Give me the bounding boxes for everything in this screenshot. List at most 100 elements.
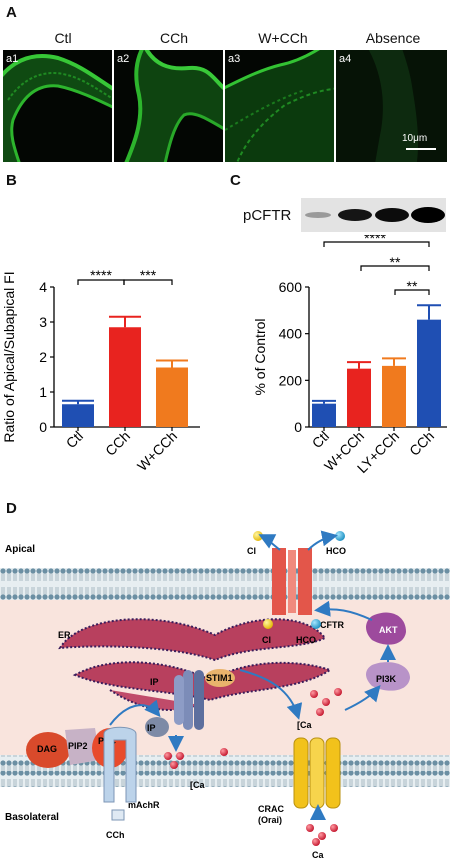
chart-b-y-axis-label: Ratio of Apical/Subapical FI	[1, 271, 17, 442]
cftr-label: CFTR	[320, 620, 344, 630]
panel-a-col-title-2: CCh	[159, 30, 188, 46]
blot-band-1	[305, 212, 331, 218]
apical-label: Apical	[5, 544, 35, 555]
akt-protein	[366, 612, 406, 645]
micrograph-cch: a2	[114, 50, 223, 162]
pip2-label: PIP2	[68, 741, 88, 751]
chart-b-y-tick-label-0: 0	[39, 419, 47, 435]
micrograph-absence: a4 10μm	[336, 50, 447, 162]
panel-d-label: D	[6, 500, 17, 517]
tissue-stain-ctl	[3, 54, 112, 162]
cftr-channel	[272, 548, 312, 615]
er-label: ER	[58, 630, 71, 640]
hco3-ion-top	[335, 531, 345, 541]
chart-b-y-tick-label-2: 2	[39, 349, 47, 365]
subpanel-label-a4: a4	[339, 53, 352, 65]
tissue-stain-cch	[124, 50, 223, 162]
stim1-label: STIM1	[206, 673, 233, 683]
panel-a-col-title-4: Absence	[365, 30, 421, 46]
chart-c-x-tick-label-0: Ctl	[309, 428, 332, 451]
chart-b-sig-label-1: ****	[90, 267, 112, 283]
chart-b-bar-1	[109, 327, 141, 427]
crac-channel	[293, 737, 341, 809]
machr-label: mAchR	[128, 800, 160, 810]
orai-label: (Orai)	[258, 815, 282, 825]
chart-c-bar-0	[312, 403, 336, 427]
scale-bar	[406, 148, 436, 150]
panel-a-label: A	[6, 4, 17, 21]
chart-b-significance	[77, 279, 173, 285]
cl-ion-top	[253, 531, 263, 541]
pi3k-protein	[366, 662, 410, 691]
pi3k-label: PI3K	[376, 674, 397, 684]
basolateral-label: Basolateral	[5, 812, 59, 823]
chart-b-y-tick-label-1: 1	[39, 384, 47, 400]
akt-label: AKT	[379, 625, 398, 635]
stim1-protein	[205, 669, 235, 687]
chart-c-y-tick-label-3: 600	[279, 279, 303, 295]
cl-label-bottom: Cl	[262, 635, 271, 645]
chart-c-y-tick-label-2: 400	[279, 326, 303, 342]
chart-b-x-tick-label-2: W+CCh	[134, 428, 180, 474]
hco3-label-top: HCO	[326, 546, 346, 556]
cch-label: CCh	[106, 830, 125, 840]
ca-ions-extracellular	[306, 824, 338, 846]
ca-ions-er	[164, 748, 228, 769]
panel-a-col-title-1: Ctl	[54, 30, 72, 46]
chart-b-x-tick-label-0: Ctl	[63, 428, 86, 451]
chart-c-significance	[323, 241, 430, 295]
micrograph-ctl: a1	[3, 50, 112, 162]
chart-c-x-tick-label-3: CCh	[406, 428, 437, 459]
machr-receptor	[103, 726, 137, 803]
chart-c-sig-label-3: **	[407, 278, 418, 294]
cl-ion-bottom	[263, 619, 273, 629]
hco3-ion-bottom	[311, 619, 321, 629]
chart-c-y-tick-label-1: 200	[279, 372, 303, 388]
chart-c-bar-3	[417, 319, 441, 427]
pathway-arrows	[109, 530, 396, 820]
ca-cyt-label-left: [Ca	[190, 780, 205, 790]
signaling-diagram: Apical Basolateral ER IP STIM1 DAG PIP2 …	[0, 530, 450, 859]
chart-c-y-axis-label: % of Control	[252, 318, 268, 395]
crac-label: CRAC	[258, 804, 284, 814]
hco3-label-bottom: HCO	[296, 635, 316, 645]
chart-c-bar-2	[382, 365, 406, 427]
chart-b-x-tick-label-1: CCh	[102, 428, 133, 459]
subpanel-label-a2: a2	[117, 53, 130, 65]
ca-ions-cyt	[310, 688, 342, 716]
panel-b-label: B	[6, 172, 17, 189]
cl-label-top: Cl	[247, 546, 256, 556]
scale-bar-label: 10μm	[402, 133, 428, 144]
chart-c-bar-1	[347, 368, 371, 427]
tissue-stain-absence	[368, 50, 419, 162]
subpanel-label-a1: a1	[6, 53, 19, 65]
chart-c-y-tick-label-0: 0	[294, 419, 302, 435]
tissue-stain-w-cch	[225, 50, 334, 162]
dag-label: DAG	[37, 744, 57, 754]
ca-ext-label: Ca	[312, 850, 324, 859]
chart-c-sig-label-1: ****	[364, 235, 386, 246]
micrograph-w-cch: a3	[225, 50, 334, 162]
chart-c-sig-label-2: **	[390, 254, 401, 270]
blot-band-4	[411, 207, 445, 223]
western-blot	[301, 198, 446, 232]
chart-b-sig-label-2: ***	[140, 267, 157, 283]
chart-b-bar-0	[62, 404, 94, 427]
chart-b-y-tick-label-3: 3	[39, 314, 47, 330]
ip3-label: IP	[147, 723, 156, 733]
cch-ligand	[111, 809, 125, 821]
panel-c-label: C	[230, 172, 241, 189]
ip3r-label: IP	[150, 677, 159, 687]
blot-band-3	[375, 208, 409, 222]
ip3-molecule	[145, 717, 169, 737]
blot-label: pCFTR	[243, 207, 292, 224]
chart-b-bar-2	[156, 367, 188, 427]
blot-band-2	[338, 209, 372, 221]
panel-a-col-title-3: W+CCh	[258, 30, 308, 46]
ip3-receptor	[174, 670, 204, 730]
ca-cyt-label-right: [Ca	[297, 720, 312, 730]
subpanel-label-a3: a3	[228, 53, 241, 65]
chart-b-y-tick-label-4: 4	[39, 279, 47, 295]
